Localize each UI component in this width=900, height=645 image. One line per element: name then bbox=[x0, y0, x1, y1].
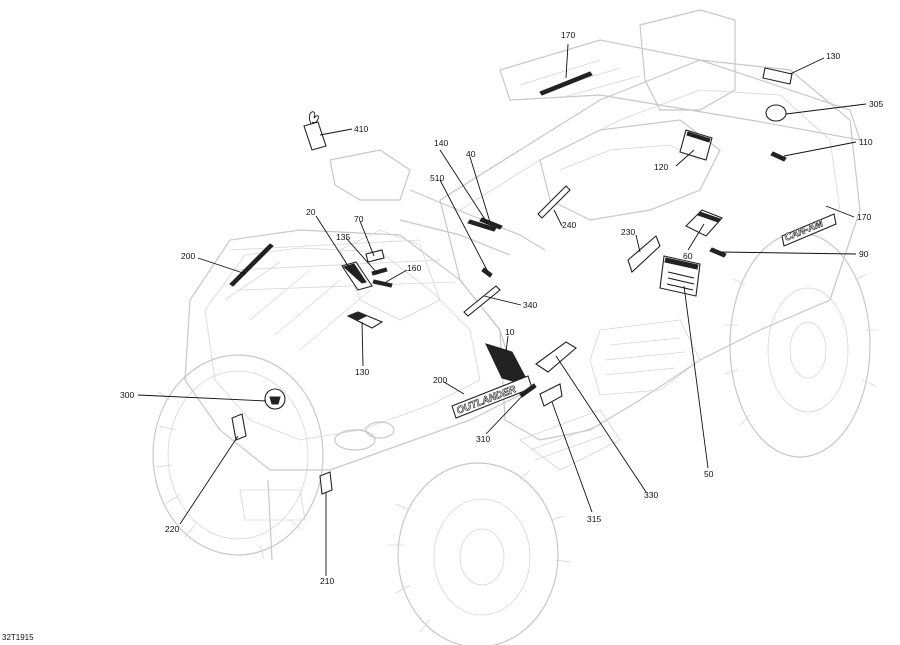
decal-210-label bbox=[319, 471, 333, 495]
callout-340: 340 bbox=[523, 300, 537, 310]
callout-40: 40 bbox=[466, 149, 476, 159]
callout-305: 305 bbox=[869, 99, 883, 109]
callout-10: 10 bbox=[505, 327, 515, 337]
callout-330: 330 bbox=[644, 490, 658, 500]
decal-300-round-logo bbox=[264, 388, 286, 410]
decal-330-fender bbox=[535, 341, 577, 373]
callout-220: 220 bbox=[165, 524, 179, 534]
callout-110: 110 bbox=[859, 137, 873, 147]
decal-510-console bbox=[481, 267, 493, 278]
callout-315: 315 bbox=[587, 514, 601, 524]
decal-200-outlander: OUTLANDER bbox=[451, 375, 533, 419]
decal-410-tag bbox=[303, 121, 327, 151]
decal-230-panel bbox=[627, 235, 661, 273]
callout-labels: 170 130 305 410 110 140 40 120 510 170 2… bbox=[120, 30, 883, 586]
decal-140-handlebar bbox=[467, 219, 497, 232]
drawing-code: 32T1915 bbox=[2, 633, 34, 642]
callout-120: 120 bbox=[654, 162, 668, 172]
atv-outline bbox=[152, 9, 879, 645]
decal-110-rear bbox=[770, 151, 787, 162]
decal-130-rear bbox=[762, 67, 793, 85]
callout-135: 135 bbox=[336, 232, 350, 242]
decal-170-rear-rack bbox=[539, 71, 593, 96]
decal-160-strip bbox=[372, 279, 393, 288]
callout-200-outlander: 200 bbox=[433, 375, 447, 385]
callout-90: 90 bbox=[859, 249, 869, 259]
decal-410-string bbox=[309, 111, 319, 125]
callout-170-side: 170 bbox=[857, 212, 871, 222]
callout-230: 230 bbox=[621, 227, 635, 237]
decal-340-panel bbox=[463, 285, 501, 317]
callout-170-rear-rack: 170 bbox=[561, 30, 575, 40]
callout-310: 310 bbox=[476, 434, 490, 444]
rear-right-wheel bbox=[723, 232, 879, 458]
decal-170-canam: CAN-AM bbox=[781, 213, 837, 247]
callout-200-front: 200 bbox=[181, 251, 195, 261]
callout-160: 160 bbox=[407, 263, 421, 273]
decal-305-oval bbox=[765, 104, 787, 122]
front-right-wheel bbox=[388, 462, 572, 645]
callout-130-front: 130 bbox=[355, 367, 369, 377]
callout-20: 20 bbox=[306, 207, 316, 217]
decal-240-body bbox=[537, 185, 571, 219]
callout-50: 50 bbox=[704, 469, 714, 479]
callout-130-rear: 130 bbox=[826, 51, 840, 61]
decal-50-warning bbox=[659, 255, 701, 297]
callout-410: 410 bbox=[354, 124, 368, 134]
decal-220-label bbox=[231, 413, 247, 441]
decal-70-label bbox=[365, 249, 385, 263]
callout-510: 510 bbox=[430, 173, 444, 183]
callout-300: 300 bbox=[120, 390, 134, 400]
decal-315-label bbox=[539, 383, 563, 407]
callout-140: 140 bbox=[434, 138, 448, 148]
leader-lines bbox=[137, 43, 867, 576]
decal-135-label bbox=[371, 267, 388, 276]
decals: CAN-AM OUTL bbox=[229, 67, 837, 495]
callout-60: 60 bbox=[683, 251, 693, 261]
callout-70: 70 bbox=[354, 214, 364, 224]
callout-240: 240 bbox=[562, 220, 576, 230]
decal-200-front-stripe bbox=[229, 243, 274, 287]
callout-210: 210 bbox=[320, 576, 334, 586]
